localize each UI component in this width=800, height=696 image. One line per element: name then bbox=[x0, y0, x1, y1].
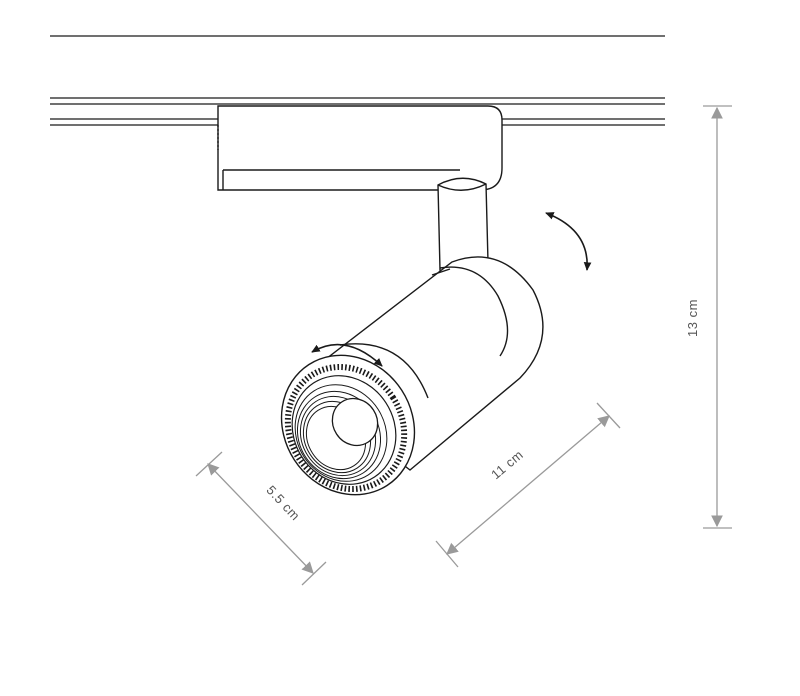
track-rail bbox=[50, 97, 665, 126]
track-adapter bbox=[217, 105, 503, 191]
diameter-label: 5.5 cm bbox=[263, 482, 303, 523]
height-dimension bbox=[703, 105, 732, 529]
lamp-front-ring bbox=[280, 354, 416, 496]
rotate-arrow-icon bbox=[311, 343, 383, 367]
height-label: 13 cm bbox=[685, 299, 700, 337]
length-dimension bbox=[435, 402, 621, 568]
tilt-arrow-icon bbox=[545, 212, 592, 271]
length-label: 11 cm bbox=[488, 447, 526, 482]
diameter-dimension bbox=[195, 451, 327, 586]
